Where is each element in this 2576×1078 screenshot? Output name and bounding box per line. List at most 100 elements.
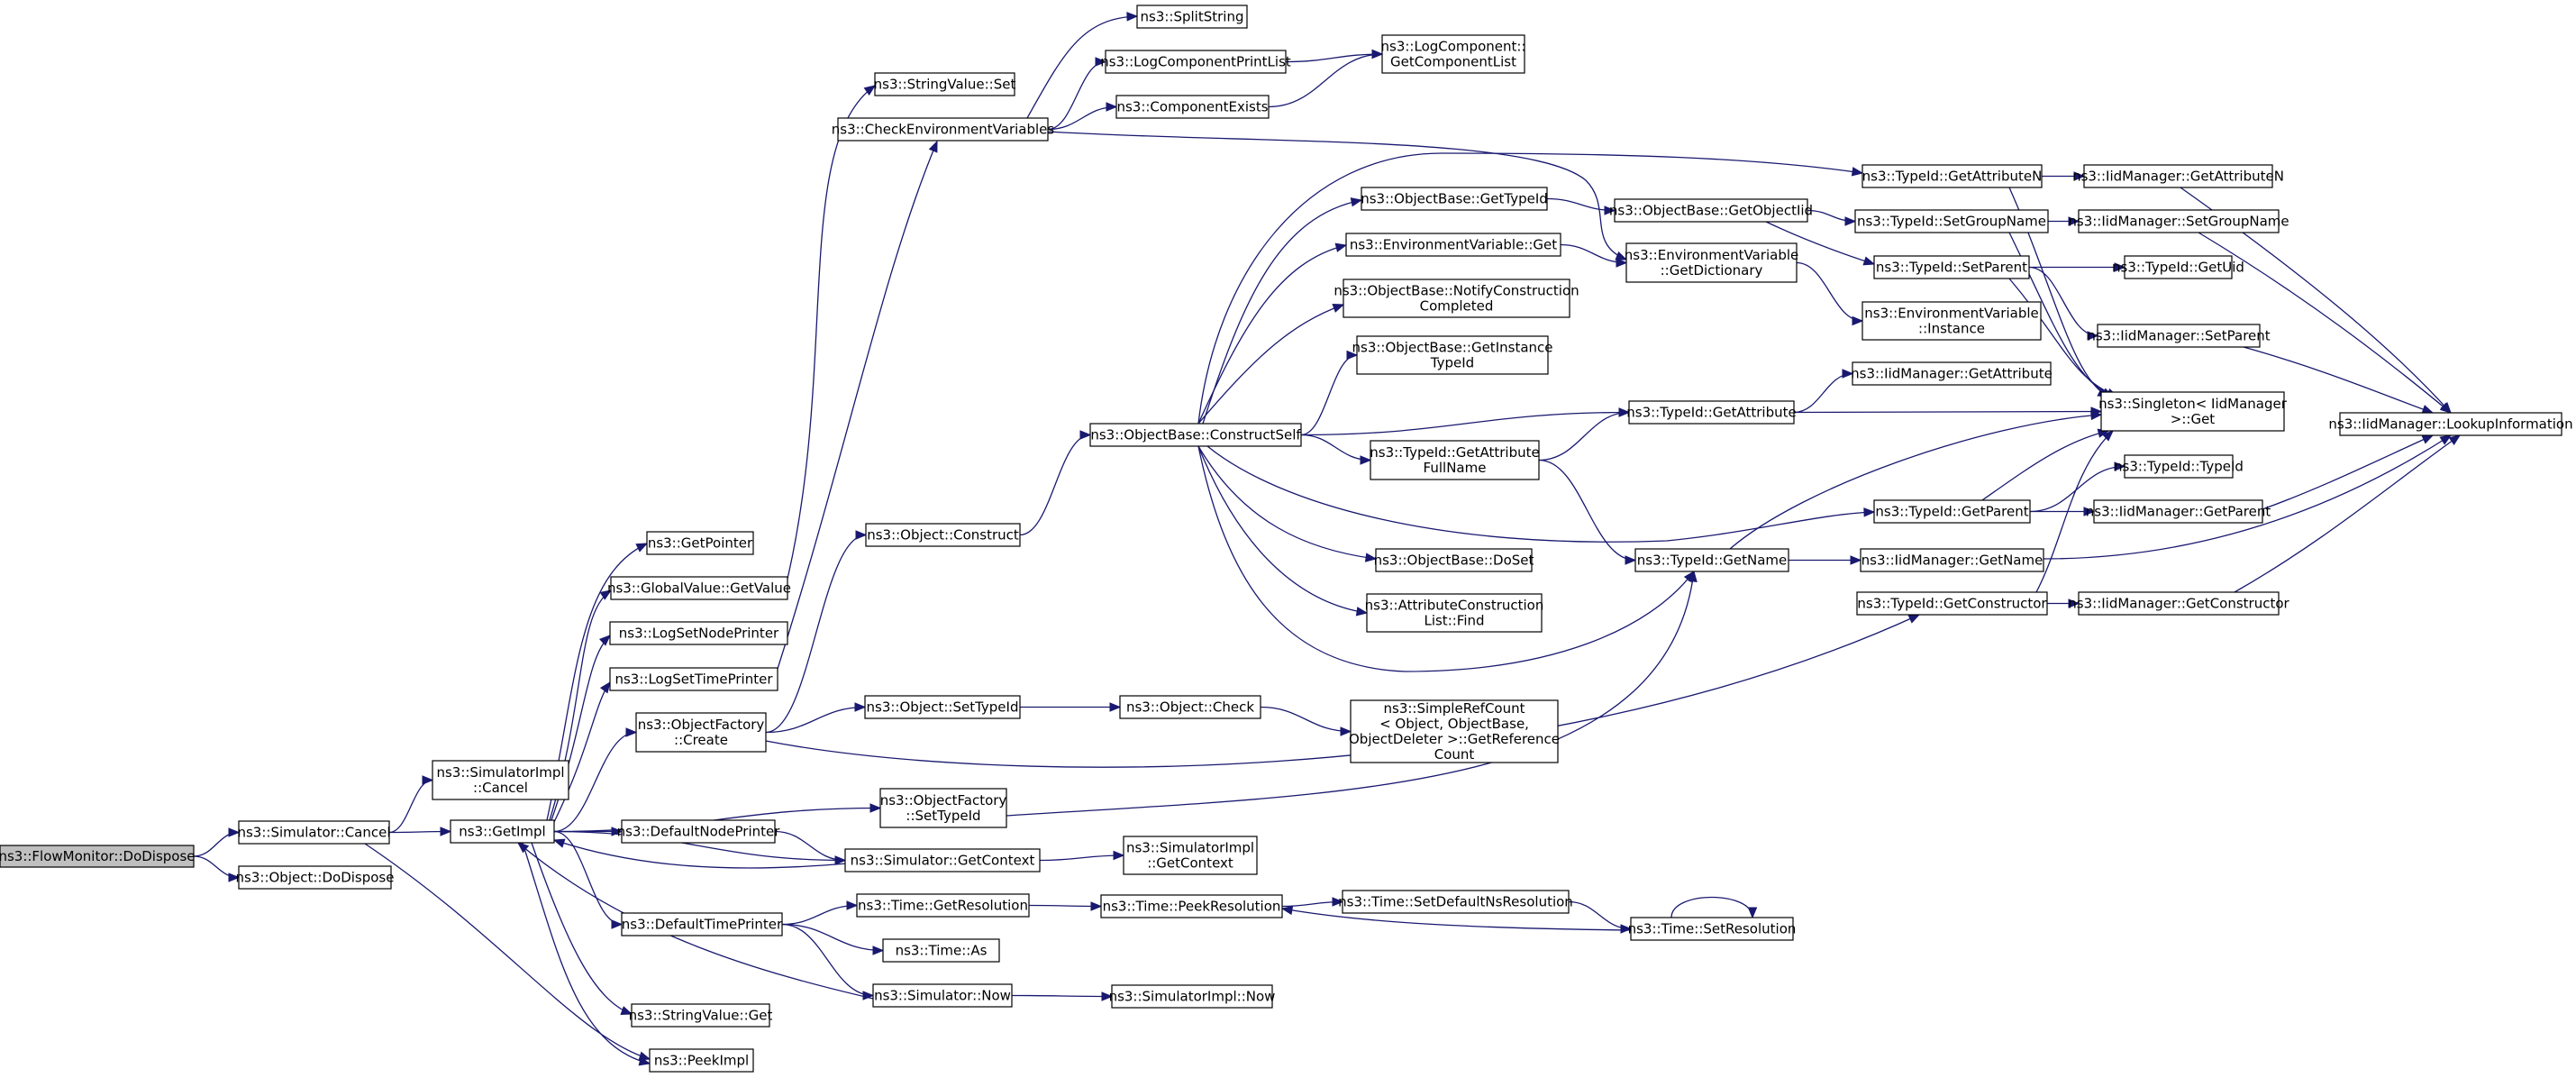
node-label: ns3::GetImpl <box>459 823 545 839</box>
node-iid-manager-get-attribute-n[interactable]: ns3::IidManager::GetAttributeN <box>2072 164 2284 188</box>
node-label: >::Get <box>2171 411 2216 427</box>
node-string-value-get[interactable]: ns3::StringValue::Get <box>629 1003 773 1028</box>
node-object-base-construct-self[interactable]: ns3::ObjectBase::ConstructSelf <box>1089 423 1302 447</box>
node-singleton-iid-manager-get[interactable]: ns3::Singleton< IidManager>::Get <box>2098 391 2288 432</box>
node-time-set-resolution[interactable]: ns3::Time::SetResolution <box>1628 917 1797 941</box>
node-log-component-print-list[interactable]: ns3::LogComponentPrintList <box>1100 50 1291 74</box>
node-object-factory-create[interactable]: ns3::ObjectFactory::Create <box>635 712 767 753</box>
node-object-base-get-object-iid[interactable]: ns3::ObjectBase::GetObjectIid <box>1609 198 1813 223</box>
node-type-id-get-constructor[interactable]: ns3::TypeId::GetConstructor <box>1856 591 2048 616</box>
node-log-set-node-printer[interactable]: ns3::LogSetNodePrinter <box>609 621 788 645</box>
node-simple-ref-count-get-reference-count[interactable]: ns3::SimpleRefCount< Object, ObjectBase,… <box>1349 699 1560 763</box>
node-label: ns3::IidManager::GetName <box>1861 552 2044 568</box>
node-label: ns3::Object::DoDispose <box>236 869 395 885</box>
edge-get-impl-to-string-value-get <box>531 842 633 1015</box>
node-iid-manager-set-group-name[interactable]: ns3::IidManager::SetGroupName <box>2068 209 2289 233</box>
node-simulator-get-context[interactable]: ns3::Simulator::GetContext <box>844 848 1041 872</box>
node-flow-monitor-do-dispose[interactable]: ns3::FlowMonitor::DoDispose <box>0 845 196 868</box>
node-time-peek-resolution[interactable]: ns3::Time::PeekResolution <box>1100 894 1283 918</box>
node-label: ns3::TypeId::GetAttribute <box>1626 404 1796 420</box>
node-box <box>1136 5 1248 29</box>
node-object-base-do-set[interactable]: ns3::ObjectBase::DoSet <box>1374 548 1534 572</box>
node-type-id-type-id[interactable]: ns3::TypeId::TypeId <box>2114 454 2244 479</box>
node-get-impl[interactable]: ns3::GetImpl <box>450 819 555 844</box>
node-default-node-printer[interactable]: ns3::DefaultNodePrinter <box>617 819 781 844</box>
node-type-id-set-parent[interactable]: ns3::TypeId::SetParent <box>1873 255 2030 279</box>
node-box <box>1861 164 2043 188</box>
node-simulator-impl-cancel[interactable]: ns3::SimulatorImpl::Cancel <box>432 760 569 800</box>
edge-check-environment-variables-to-split-string <box>1026 15 1138 119</box>
node-type-id-get-parent[interactable]: ns3::TypeId::GetParent <box>1873 499 2031 524</box>
arrowhead-object-base-get-object-iid-to-type-id-set-group-name <box>1844 216 1857 226</box>
node-type-id-set-group-name[interactable]: ns3::TypeId::SetGroupName <box>1854 209 2049 233</box>
node-environment-variable-get[interactable]: ns3::EnvironmentVariable::Get <box>1345 233 1561 257</box>
node-log-component-get-component-list[interactable]: ns3::LogComponent::GetComponentList <box>1381 34 1526 74</box>
node-object-factory-set-type-id[interactable]: ns3::ObjectFactory::SetTypeId <box>879 788 1007 828</box>
node-label: ns3::IidManager::GetConstructor <box>2068 595 2289 611</box>
node-time-set-default-ns-resolution[interactable]: ns3::Time::SetDefaultNsResolution <box>1338 890 1573 914</box>
node-component-exists[interactable]: ns3::ComponentExists <box>1115 95 1270 119</box>
node-box <box>1628 400 1795 425</box>
node-string-value-set[interactable]: ns3::StringValue::Set <box>874 72 1016 96</box>
node-split-string[interactable]: ns3::SplitString <box>1136 5 1248 29</box>
edge-check-environment-variables-to-log-component-print-list <box>1047 60 1106 131</box>
node-get-pointer[interactable]: ns3::GetPointer <box>646 531 754 555</box>
node-log-set-time-printer[interactable]: ns3::LogSetTimePrinter <box>609 667 778 691</box>
arrowhead-flow-monitor-do-dispose-to-simulator-cancel <box>228 827 241 837</box>
node-simulator-impl-now[interactable]: ns3::SimulatorImpl::Now <box>1109 984 1276 1009</box>
node-iid-manager-lookup-information[interactable]: ns3::IidManager::LookupInformation <box>2328 412 2573 436</box>
edge-object-base-construct-self-to-type-id-get-parent <box>1206 445 1875 543</box>
edge-log-component-print-list-to-log-component-get-component-list <box>1285 53 1383 63</box>
node-object-construct[interactable]: ns3::Object::Construct <box>865 523 1021 547</box>
node-label: ns3::DefaultTimePrinter <box>622 916 783 932</box>
node-type-id-get-uid[interactable]: ns3::TypeId::GetUid <box>2112 255 2244 279</box>
arrowhead-object-base-construct-self-to-type-id-get-parent <box>1863 507 1876 517</box>
node-iid-manager-get-parent[interactable]: ns3::IidManager::GetParent <box>2086 499 2271 524</box>
node-box <box>631 1003 770 1028</box>
node-object-check[interactable]: ns3::Object::Check <box>1119 695 1261 719</box>
node-box <box>882 938 1000 963</box>
node-label: ::GetContext <box>1147 854 1233 871</box>
edge-environment-variable-get-dictionary-to-environment-variable-instance <box>1796 261 1863 322</box>
edge-object-base-construct-self-to-environment-variable-get <box>1197 244 1347 425</box>
node-global-value-get-value[interactable]: ns3::GlobalValue::GetValue <box>607 576 791 600</box>
node-object-base-notify-construction-completed[interactable]: ns3::ObjectBase::NotifyConstructionCompl… <box>1334 279 1579 318</box>
node-type-id-get-attribute-n[interactable]: ns3::TypeId::GetAttributeN <box>1861 164 2043 188</box>
arrowhead-iid-manager-get-parent-to-iid-manager-lookup-information <box>2421 434 2435 444</box>
node-box <box>1852 361 2052 386</box>
node-time-as[interactable]: ns3::Time::As <box>882 938 1000 963</box>
node-environment-variable-instance[interactable]: ns3::EnvironmentVariable::Instance <box>1861 301 2042 341</box>
node-default-time-printer[interactable]: ns3::DefaultTimePrinter <box>621 912 783 936</box>
node-label: ns3::LogSetTimePrinter <box>614 671 773 687</box>
node-time-get-resolution[interactable]: ns3::Time::GetResolution <box>856 893 1030 918</box>
node-iid-manager-get-constructor[interactable]: ns3::IidManager::GetConstructor <box>2068 591 2290 616</box>
node-object-base-get-type-id[interactable]: ns3::ObjectBase::GetTypeId <box>1361 187 1548 211</box>
node-iid-manager-get-name[interactable]: ns3::IidManager::GetName <box>1860 548 2044 572</box>
node-label: ns3::Simulator::Cancel <box>237 824 390 840</box>
node-environment-variable-get-dictionary[interactable]: ns3::EnvironmentVariable::GetDictionary <box>1625 242 1798 283</box>
node-check-environment-variables[interactable]: ns3::CheckEnvironmentVariables <box>832 117 1055 142</box>
node-box <box>2100 391 2285 432</box>
node-label: ns3::PeekImpl <box>654 1052 749 1068</box>
node-peek-impl[interactable]: ns3::PeekImpl <box>649 1048 754 1073</box>
node-type-id-get-name[interactable]: ns3::TypeId::GetName <box>1634 548 1789 572</box>
node-iid-manager-get-attribute[interactable]: ns3::IidManager::GetAttribute <box>1851 361 2053 386</box>
node-type-id-get-attribute[interactable]: ns3::TypeId::GetAttribute <box>1626 400 1797 425</box>
node-box <box>1625 242 1798 283</box>
node-simulator-impl-get-context[interactable]: ns3::SimulatorImpl::GetContext <box>1123 836 1258 875</box>
node-label: ::Instance <box>1918 320 1985 336</box>
node-simulator-now[interactable]: ns3::Simulator::Now <box>872 983 1013 1008</box>
node-box <box>1342 890 1570 914</box>
node-simulator-cancel[interactable]: ns3::Simulator::Cancel <box>237 820 391 845</box>
arrowhead-object-base-construct-self-to-attribute-construction-list-find <box>1355 607 1369 617</box>
node-object-do-dispose[interactable]: ns3::Object::DoDispose <box>236 865 395 890</box>
arrowhead-time-peek-resolution-to-time-set-default-ns-resolution <box>1332 897 1344 907</box>
node-object-set-type-id[interactable]: ns3::Object::SetTypeId <box>864 695 1021 719</box>
arrowhead-simulator-now-to-get-impl <box>516 842 530 854</box>
node-label: ns3::IidManager::GetParent <box>2086 503 2271 519</box>
function-nodes: ns3::FlowMonitor::DoDisposens3::Simulato… <box>0 5 2573 1073</box>
node-iid-manager-set-parent[interactable]: ns3::IidManager::SetParent <box>2087 324 2271 348</box>
